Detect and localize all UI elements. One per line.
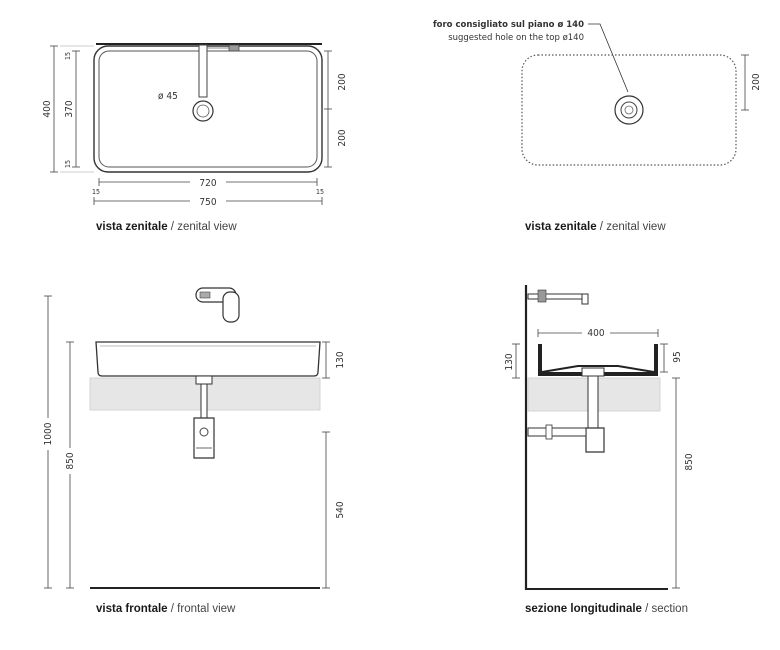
basin-section (538, 344, 658, 376)
caption-top-hole-view: vista zenitale / zenital view (525, 221, 666, 233)
basin-outline-outer (93, 45, 323, 173)
caption-front-view: vista frontale / frontal view (96, 603, 236, 615)
faucet-section (527, 289, 589, 305)
top-view: ø 45 400 370 15 15 200 200 720 15 15 750 (42, 43, 348, 233)
faucet (195, 287, 240, 323)
dim-total-width: 750 (199, 197, 216, 208)
dim-inner-depth: 370 (64, 100, 75, 117)
section-view: 400 130 95 850 sezione longitudinale / s… (504, 285, 695, 615)
basin-outline-inner (98, 50, 318, 168)
dim-floor-to-siphon: 540 (335, 501, 346, 518)
dim-rim-top: 15 (64, 52, 72, 60)
siphon (193, 417, 215, 459)
caption-section-view: sezione longitudinale / section (525, 603, 688, 615)
dim-half-lower: 200 (337, 129, 348, 146)
front-view: 1000 850 130 540 vista frontale / fronta… (42, 287, 346, 615)
note-hole-english: suggested hole on the top ø140 (448, 33, 584, 43)
dim-half-upper: 200 (337, 73, 348, 90)
dim-section-inner-height: 95 (672, 351, 683, 362)
dim-inner-width: 720 (199, 178, 216, 189)
dim-section-basin-height: 130 (504, 353, 515, 370)
caption-top-view: vista zenitale / zenital view (96, 221, 237, 233)
dim-counter-height: 850 (65, 452, 76, 469)
dim-total-height: 1000 (43, 422, 54, 445)
dim-hole-half: 200 (751, 73, 762, 90)
dim-total-depth: 400 (42, 100, 53, 117)
dim-rim-right: 15 (316, 188, 324, 196)
countertop-hole-outline (521, 54, 737, 166)
dim-rim-left: 15 (92, 188, 100, 196)
dim-basin-height: 130 (335, 351, 346, 368)
dim-section-depth: 400 (587, 328, 604, 339)
drain-diameter-label: ø 45 (158, 91, 178, 102)
basin-front (95, 341, 321, 377)
dim-section-counter-height: 850 (684, 453, 695, 470)
note-hole-italian: foro consigliato sul piano ø 140 (433, 20, 584, 30)
faucet-spout (198, 44, 208, 98)
top-hole-view: foro consigliato sul piano ø 140 suggest… (433, 20, 762, 233)
siphon-section (585, 427, 605, 453)
dim-rim-bottom: 15 (64, 160, 72, 168)
